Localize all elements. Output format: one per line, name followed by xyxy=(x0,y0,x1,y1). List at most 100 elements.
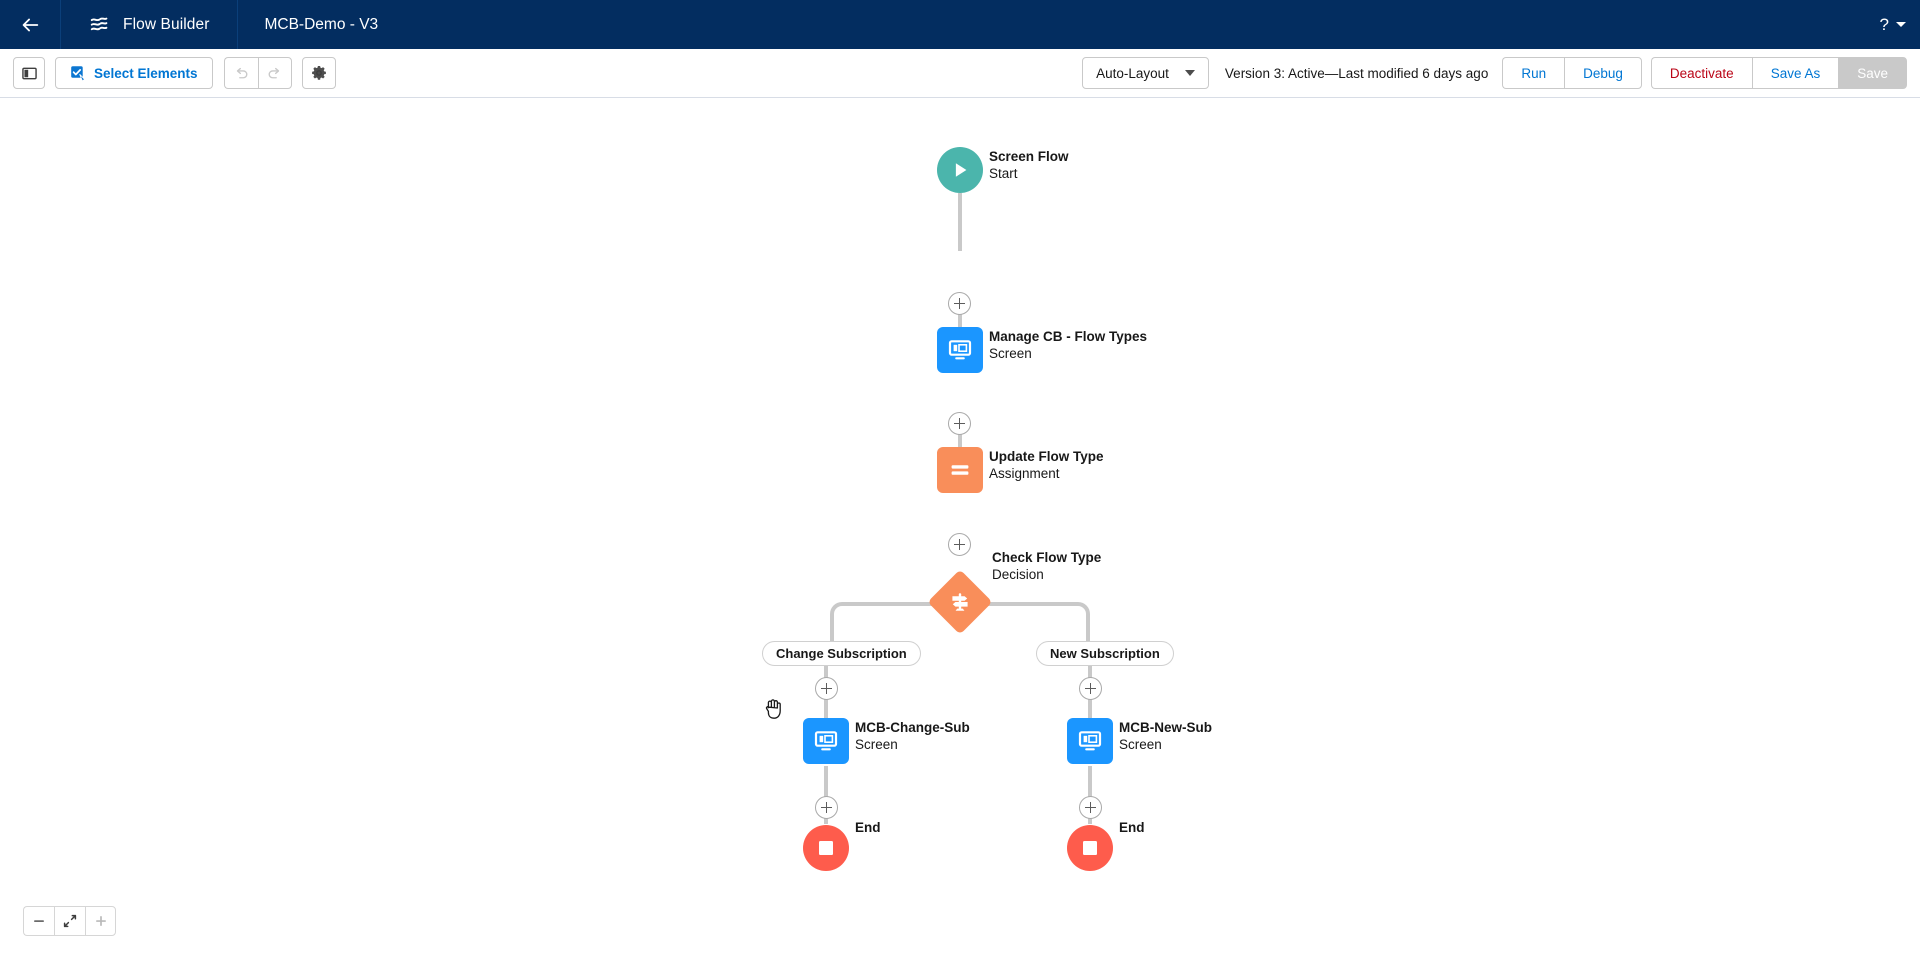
help-menu-button[interactable]: ? xyxy=(1880,0,1906,49)
minus-icon xyxy=(34,920,44,922)
node-title: End xyxy=(855,820,881,835)
flow-toolbar: Select Elements Auto-Layout Version 3: A… xyxy=(0,49,1920,98)
redo-icon xyxy=(268,67,280,78)
version-status-label: Version 3: Active—Last modified 6 days a… xyxy=(1224,65,1489,81)
undo-icon xyxy=(236,67,247,78)
zoom-fit-button[interactable] xyxy=(54,906,85,936)
add-element-button[interactable] xyxy=(948,533,971,556)
node-subtitle: Decision xyxy=(992,567,1044,582)
header-divider-1 xyxy=(60,0,61,49)
node-decision-label: Check Flow Type Decision xyxy=(992,550,1101,583)
deactivate-button[interactable]: Deactivate xyxy=(1650,57,1752,89)
run-button[interactable]: Run xyxy=(1502,57,1565,89)
decision-node-badge[interactable] xyxy=(927,569,993,635)
add-element-button[interactable] xyxy=(1079,677,1102,700)
add-element-button[interactable] xyxy=(948,292,971,315)
node-title: Screen Flow xyxy=(989,149,1069,164)
connector-start-to-screen1 xyxy=(958,193,962,251)
end-node-badge[interactable] xyxy=(803,825,849,871)
node-title: End xyxy=(1119,820,1145,835)
node-end-right[interactable]: End xyxy=(1067,820,1145,871)
node-screen-mcb-change-sub[interactable]: MCB-Change-Sub Screen xyxy=(803,718,970,764)
redo-button[interactable] xyxy=(257,57,292,89)
arrow-left-icon xyxy=(22,18,39,31)
node-screen-manage-cb[interactable]: Manage CB - Flow Types Screen xyxy=(937,327,1147,373)
app-name-label: Flow Builder xyxy=(123,15,210,33)
node-screen3-label: MCB-New-Sub Screen xyxy=(1119,720,1212,753)
save-button: Save xyxy=(1838,57,1907,89)
node-title: MCB-New-Sub xyxy=(1119,720,1212,735)
node-end-right-label: End xyxy=(1119,820,1145,836)
node-start[interactable]: Screen Flow Start xyxy=(937,147,1069,193)
flow-canvas[interactable]: Screen Flow Start Manage CB - Flow Types… xyxy=(0,98,1920,969)
connector-corner-left xyxy=(830,602,852,624)
debug-button[interactable]: Debug xyxy=(1564,57,1642,89)
assignment-node-badge[interactable] xyxy=(937,447,983,493)
add-element-button[interactable] xyxy=(1079,796,1102,819)
screen-node-badge[interactable] xyxy=(937,327,983,373)
node-start-label: Screen Flow Start xyxy=(989,149,1069,182)
node-assignment-label: Update Flow Type Assignment xyxy=(989,449,1104,482)
node-assignment-update-flow-type[interactable]: Update Flow Type Assignment xyxy=(937,447,1104,493)
app-identity: Flow Builder xyxy=(61,0,237,49)
end-icon xyxy=(1083,841,1097,855)
connector-decision-left xyxy=(852,602,952,606)
settings-button[interactable] xyxy=(301,57,336,89)
node-subtitle: Start xyxy=(989,166,1018,181)
select-elements-button[interactable]: Select Elements xyxy=(55,57,213,89)
node-end-left[interactable]: End xyxy=(803,820,881,871)
connector-right-down xyxy=(1086,620,1090,642)
node-title: MCB-Change-Sub xyxy=(855,720,970,735)
screen-node-badge[interactable] xyxy=(1067,718,1113,764)
add-element-button[interactable] xyxy=(948,412,971,435)
screen-icon xyxy=(948,340,972,360)
chevron-down-icon xyxy=(1896,22,1906,27)
branch-label-change-subscription[interactable]: Change Subscription xyxy=(762,641,921,666)
save-as-button[interactable]: Save As xyxy=(1751,57,1839,89)
node-screen-mcb-new-sub[interactable]: MCB-New-Sub Screen xyxy=(1067,718,1212,764)
toolbar-right-group: Auto-Layout Version 3: Active—Last modif… xyxy=(1082,57,1907,89)
toggle-left-panel-button[interactable] xyxy=(13,57,45,89)
node-subtitle: Screen xyxy=(989,346,1032,361)
node-subtitle: Screen xyxy=(1119,737,1162,752)
header-divider-2 xyxy=(237,0,239,49)
zoom-out-button[interactable] xyxy=(23,906,54,936)
select-elements-icon xyxy=(71,66,86,81)
start-node-badge[interactable] xyxy=(937,147,983,193)
end-node-badge[interactable] xyxy=(1067,825,1113,871)
back-button[interactable] xyxy=(0,0,60,49)
connector-decision-right xyxy=(968,602,1068,606)
save-actions-group: Deactivate Save As Save xyxy=(1642,57,1907,89)
toggle-left-panel-icon xyxy=(21,67,37,79)
undo-button[interactable] xyxy=(223,57,258,89)
zoom-controls xyxy=(23,906,116,936)
zoom-in-button[interactable] xyxy=(85,906,116,936)
connector-screen3-to-end2 xyxy=(1088,766,1092,824)
end-icon xyxy=(819,841,833,855)
screen-icon xyxy=(814,731,838,751)
layout-mode-dropdown[interactable]: Auto-Layout xyxy=(1082,57,1209,89)
screen-icon xyxy=(1078,731,1102,751)
flow-name-label: MCB-Demo - V3 xyxy=(264,15,379,33)
run-debug-group: Run Debug xyxy=(1502,57,1642,89)
grab-hand-cursor xyxy=(765,699,781,719)
node-title: Check Flow Type xyxy=(992,550,1102,565)
gear-icon xyxy=(311,65,326,80)
chevron-down-icon xyxy=(1184,70,1195,76)
assignment-icon xyxy=(951,465,969,475)
fit-to-view-icon xyxy=(63,914,77,928)
node-title: Update Flow Type xyxy=(989,449,1104,464)
layout-mode-label: Auto-Layout xyxy=(1096,65,1169,81)
flow-builder-icon xyxy=(90,17,108,30)
play-icon xyxy=(955,163,967,177)
node-decision-check-flow-type[interactable] xyxy=(927,569,993,635)
add-element-button[interactable] xyxy=(815,796,838,819)
node-end-left-label: End xyxy=(855,820,881,836)
connector-corner-right xyxy=(1068,602,1090,624)
branch-label-new-subscription[interactable]: New Subscription xyxy=(1036,641,1174,666)
add-element-button[interactable] xyxy=(815,677,838,700)
node-subtitle: Assignment xyxy=(989,466,1060,481)
node-screen2-label: MCB-Change-Sub Screen xyxy=(855,720,970,753)
node-screen1-label: Manage CB - Flow Types Screen xyxy=(989,329,1147,362)
screen-node-badge[interactable] xyxy=(803,718,849,764)
